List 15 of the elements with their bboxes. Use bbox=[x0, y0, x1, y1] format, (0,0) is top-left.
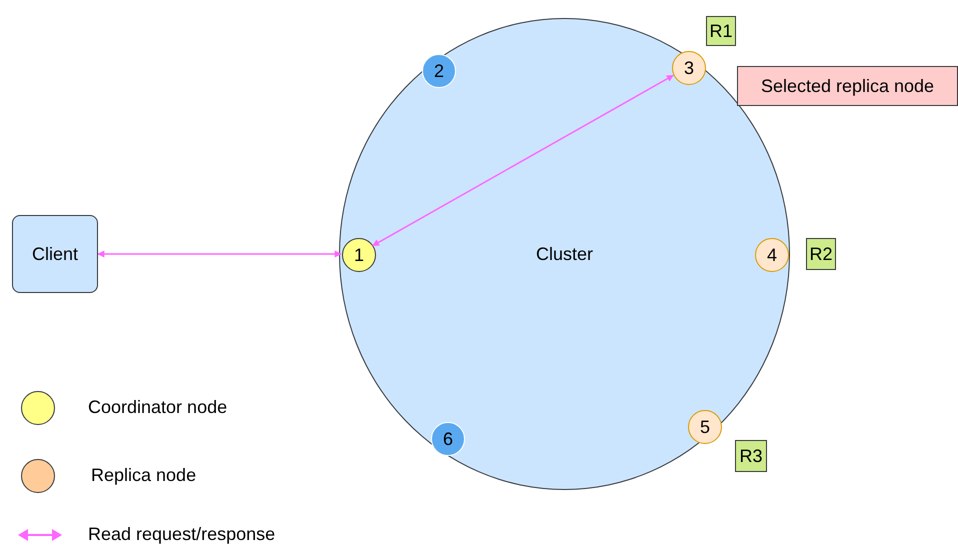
replica-node-circle: 5 bbox=[688, 410, 722, 444]
cluster-label: Cluster bbox=[536, 244, 593, 264]
replica-tag: R2 bbox=[806, 238, 836, 270]
node-circle: 2 bbox=[422, 54, 456, 88]
coordinator-node-circle: 1 bbox=[342, 238, 376, 272]
node-circle: 6 bbox=[431, 422, 465, 456]
replica-node-circle: 3 bbox=[672, 51, 706, 85]
replica-node-circle: 4 bbox=[755, 238, 789, 272]
legend-label: Read request/response bbox=[88, 524, 276, 545]
double-arrow bbox=[97, 250, 342, 258]
client-box: Client bbox=[12, 215, 98, 293]
double-arrow bbox=[372, 74, 674, 246]
legend-label: Coordinator node bbox=[88, 397, 228, 418]
callout-box: Selected replica node bbox=[737, 66, 958, 106]
legend-label: Replica node bbox=[91, 465, 196, 486]
